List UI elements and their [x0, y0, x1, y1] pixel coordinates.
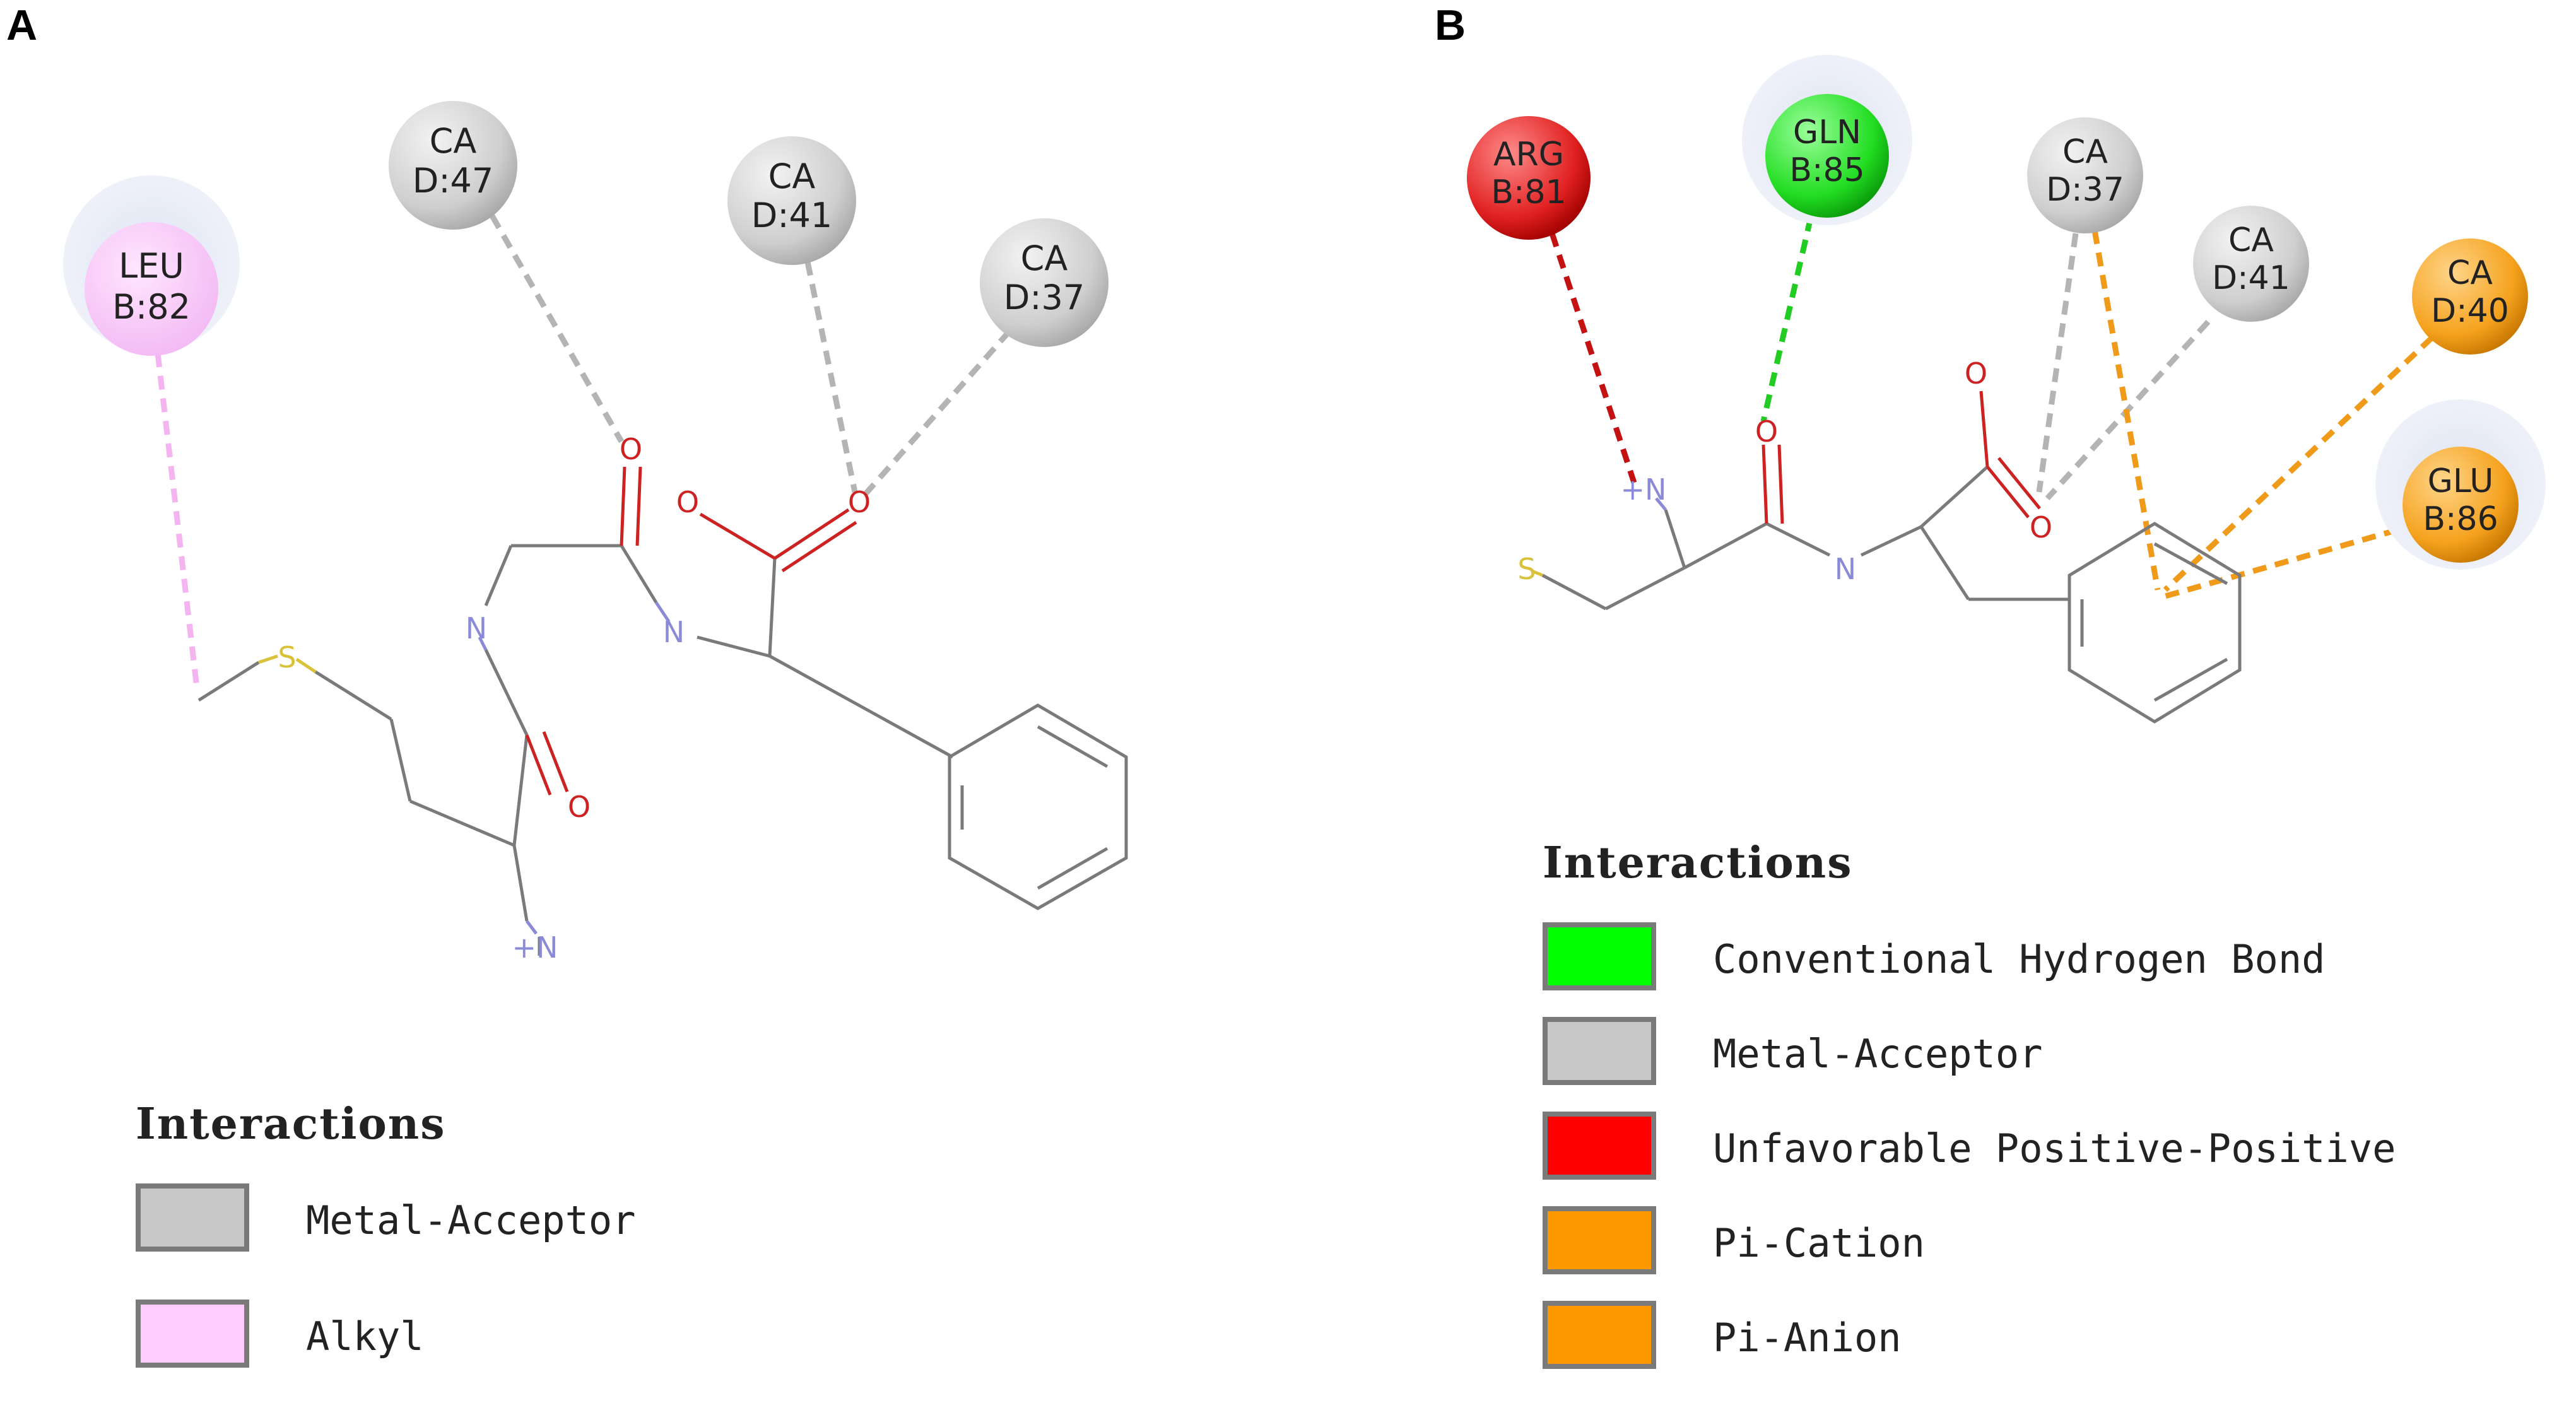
- residue-id: D:47: [413, 161, 494, 201]
- residue-name: CA: [2228, 221, 2274, 259]
- panel-a-ligand: [197, 544, 1128, 956]
- legend-swatch-metal-acceptor: [136, 1183, 249, 1252]
- residue-ca-d40: [2412, 238, 2528, 355]
- residue-id: B:85: [1789, 151, 1864, 189]
- residue-id: D:41: [2212, 259, 2290, 297]
- residue-ca-d37: [2027, 117, 2143, 233]
- legend-label: Pi-Cation: [1713, 1220, 1925, 1266]
- panel-a: S O N O O N O +N LEU B:82 CA D:47 CA D:4…: [63, 101, 1128, 965]
- residue-arg-b81: [1467, 116, 1591, 240]
- panel-b-label: B: [1435, 1, 1466, 49]
- charged-nitrogen-atom: +N: [1621, 473, 1667, 507]
- panel-a-residues: LEU B:82 CA D:47 CA D:41 CA D:37: [63, 101, 1109, 356]
- legend-label: Pi-Anion: [1713, 1315, 1902, 1361]
- legend-swatch-alkyl: [136, 1300, 249, 1368]
- legend-swatch-unfavorable-positive-positive: [1543, 1112, 1656, 1180]
- oxygen-atom: O: [676, 485, 699, 519]
- residue-id: D:40: [2431, 292, 2509, 330]
- nitrogen-atom: N: [466, 611, 487, 645]
- residue-name: ARG: [1493, 136, 1564, 173]
- panel-a-atoms: S O N O O N O +N: [278, 432, 871, 965]
- panel-b-ligand: [1541, 466, 2242, 724]
- oxygen-atom: O: [848, 485, 871, 519]
- panel-a-interactions: [155, 214, 1012, 688]
- legend-swatch-conventional-hydrogen-bond: [1543, 922, 1656, 990]
- panel-a-label: A: [6, 1, 38, 49]
- oxygen-atom: O: [1755, 414, 1778, 449]
- residue-ca-d37: [980, 218, 1109, 347]
- nitrogen-atom: N: [1835, 552, 1856, 586]
- oxygen-atom: O: [1965, 356, 1987, 390]
- panel-b-ligand-heteroatom-bonds: [1531, 390, 2041, 577]
- legend-title: Interactions: [136, 1099, 446, 1149]
- metal-acceptor-line: [490, 214, 624, 443]
- residue-ca-d41: [727, 136, 856, 265]
- legend-label: Conventional Hydrogen Bond: [1713, 936, 2326, 982]
- residue-id: D:37: [2046, 171, 2124, 209]
- residue-name: CA: [2062, 133, 2108, 171]
- residue-name: CA: [1021, 238, 1068, 278]
- nitrogen-atom: N: [663, 615, 685, 649]
- residue-gln-b85: [1765, 94, 1889, 218]
- oxygen-atom: O: [568, 790, 591, 824]
- pi-cation-line: [2091, 230, 2161, 590]
- legend-swatch-metal-acceptor: [1543, 1017, 1656, 1085]
- pi-anion-line: [2164, 527, 2399, 599]
- unfavorable-positive-positive-line: [1549, 232, 1637, 484]
- legend-label: Alkyl: [306, 1313, 424, 1359]
- panel-b: +N O S N O O ARG B:81 GLN B:85 CA D:37 C…: [1467, 55, 2546, 724]
- residue-name: CA: [2447, 254, 2493, 292]
- alkyl-interaction-line: [155, 353, 200, 688]
- residue-id: D:41: [751, 196, 833, 235]
- residue-name: LEU: [119, 246, 184, 286]
- legend-swatch-pi-cation: [1543, 1206, 1656, 1274]
- residue-id: D:37: [1004, 278, 1085, 317]
- metal-acceptor-line: [2036, 233, 2079, 493]
- residue-leu-b82: [85, 222, 218, 356]
- conventional-hydrogen-bond-line: [1760, 216, 1814, 423]
- sulfur-atom: S: [1517, 552, 1536, 586]
- residue-id: B:86: [2423, 500, 2498, 538]
- panel-b-atoms: +N O S N O O: [1517, 356, 2052, 586]
- legend-label: Unfavorable Positive-Positive: [1713, 1125, 2396, 1171]
- metal-acceptor-line: [804, 261, 858, 493]
- residue-name: GLN: [1793, 114, 1861, 151]
- residue-name: CA: [430, 121, 477, 161]
- legend-label: Metal-Acceptor: [306, 1197, 636, 1243]
- residue-name: GLU: [2428, 462, 2494, 500]
- panel-a-ligand-heteroatom-bonds: [258, 466, 857, 935]
- residue-name: CA: [768, 156, 816, 196]
- oxygen-atom: O: [2030, 510, 2052, 544]
- oxygen-atom: O: [620, 432, 642, 466]
- residue-id: B:82: [112, 287, 191, 327]
- residue-glu-b86: [2403, 447, 2519, 563]
- legend-label: Metal-Acceptor: [1713, 1031, 2043, 1077]
- charged-nitrogen-atom: +N: [512, 930, 558, 965]
- residue-id: B:81: [1491, 173, 1566, 211]
- residue-ca-d41: [2193, 206, 2309, 322]
- panel-b-residues: ARG B:81 GLN B:85 CA D:37 CA D:41 CA D:4…: [1467, 55, 2546, 570]
- legend-title: Interactions: [1543, 838, 1853, 888]
- sulfur-atom: S: [278, 640, 296, 674]
- legend-swatch-pi-anion: [1543, 1301, 1656, 1369]
- metal-acceptor-line: [862, 329, 1012, 497]
- pi-cation-line: [2163, 335, 2435, 592]
- residue-ca-d47: [389, 101, 517, 230]
